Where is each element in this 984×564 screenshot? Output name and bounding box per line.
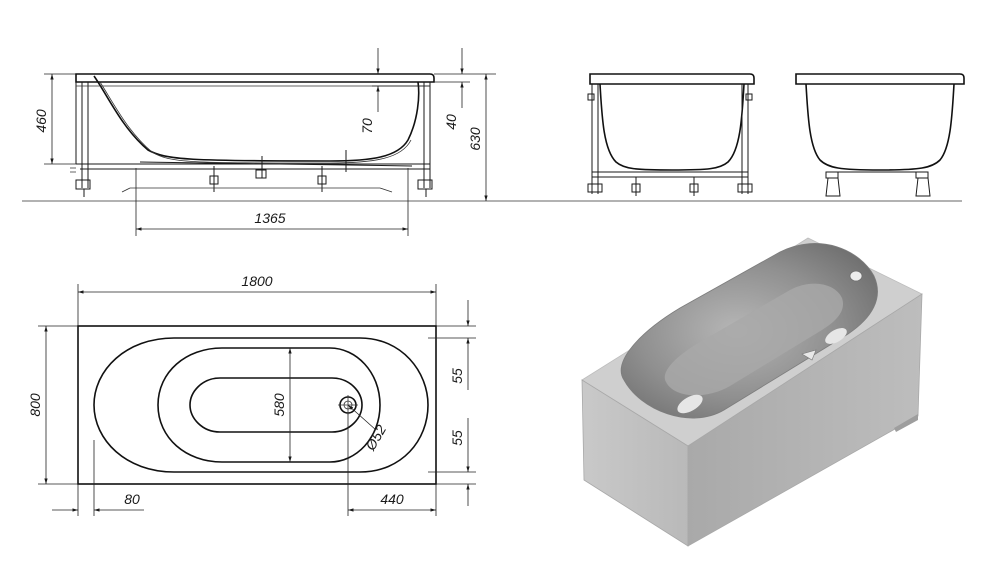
end-view-frame [587,73,755,196]
dim-drain-offset: 440 [380,491,404,507]
dim-left-margin: 80 [124,491,140,507]
dim-side-height: 460 [33,109,49,133]
side-rim [75,73,435,83]
dim-end-margin-top: 55 [449,368,465,384]
end-view-tub-basin [805,83,955,171]
dim-rim-thickness: 40 [443,114,459,130]
render-overflow [849,270,863,282]
end-view-basin [599,83,745,171]
plan-floor [189,377,363,433]
plan-view: Ø52 1800 800 580 55 55 80 [27,273,476,516]
plan-rim-inner [93,337,429,473]
end-view-tub [795,73,965,197]
dim-width: 800 [27,393,43,417]
bathtub-3d-render [581,237,923,547]
dim-floor-length: 1365 [254,210,285,226]
dim-rim-offset: 70 [359,118,375,134]
plan-basin [157,347,381,463]
side-basin-profile [93,75,420,162]
render-drain [801,349,817,361]
dim-length: 1800 [241,273,272,289]
dim-drain-diameter: Ø52 [362,422,390,454]
dim-inner-width: 580 [271,393,287,417]
plan-outer-outline [77,325,437,485]
dim-total-height: 630 [467,127,483,151]
side-elevation-view: 460 70 40 630 1365 [33,48,496,236]
dim-end-margin-bottom: 55 [449,430,465,446]
